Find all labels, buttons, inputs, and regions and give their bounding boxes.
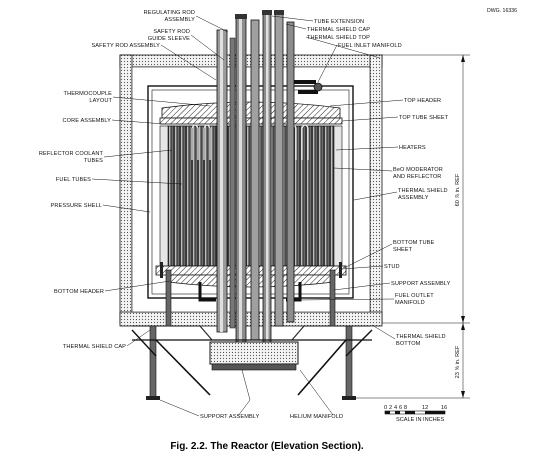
scale-bar	[384, 410, 446, 415]
label-thermocouple-2: LAYOUT	[89, 98, 112, 104]
scale-tick-6: 6	[399, 405, 402, 411]
scale-tick-4: 4	[394, 405, 397, 411]
label-regulating-rod-2: ASSEMBLY	[164, 17, 195, 23]
label-bottom-header: BOTTOM HEADER	[54, 289, 104, 295]
label-stud: STUD	[384, 264, 400, 270]
leader-lines	[91, 15, 404, 417]
dimension-lower: 23 ⅝ in. REF	[455, 345, 461, 378]
label-thermal-shield-cap-top: THERMAL SHIELD CAP	[307, 27, 370, 33]
label-heaters: HEATERS	[399, 145, 426, 151]
label-thermal-shield-bottom-2: BOTTOM	[396, 341, 421, 347]
scale-tick-16: 16	[441, 405, 447, 411]
label-safety-rod-assembly: SAFETY ROD ASSEMBLY	[91, 43, 160, 49]
support-assembly	[131, 269, 373, 400]
helium-manifold	[209, 341, 299, 371]
label-thermocouple-1: THERMOCOUPLE	[64, 91, 113, 97]
label-pressure-shell: PRESSURE SHELL	[51, 203, 102, 209]
label-top-header: TOP HEADER	[404, 98, 441, 104]
fuel-inlet-manifold	[294, 80, 323, 94]
label-thermal-shield-top: THERMAL SHIELD TOP	[307, 35, 370, 41]
scale-tick-8: 8	[404, 405, 407, 411]
figure-caption: Fig. 2.2. The Reactor (Elevation Section…	[170, 441, 364, 452]
label-thermal-shield-bottom-1: THERMAL SHIELD	[396, 334, 446, 340]
label-support-assembly-bottom: SUPPORT ASSEMBLY	[200, 414, 260, 420]
label-helium-manifold: HELIUM MANIFOLD	[290, 414, 343, 420]
label-safety-rod-guide-2: GUIDE SLEEVE	[148, 36, 190, 42]
label-top-tube-sheet: TOP TUBE SHEET	[399, 115, 449, 121]
dimension-lines	[352, 54, 470, 399]
label-fuel-inlet-manifold: FUEL INLET MANIFOLD	[338, 43, 402, 49]
label-beo-moderator-1: BeO MODERATOR	[393, 167, 443, 173]
label-thermal-shield-assembly-1: THERMAL SHIELD	[398, 188, 448, 194]
label-beo-moderator-2: AND REFLECTOR	[393, 174, 441, 180]
control-rods	[216, 10, 295, 345]
label-regulating-rod-1: REGULATING ROD	[144, 10, 195, 16]
dimension-upper: 60 ⅞ in. REF	[455, 173, 461, 206]
fuel-outlet-piping	[198, 282, 216, 302]
label-safety-rod-guide-1: SAFETY ROD	[153, 29, 190, 35]
label-fuel-outlet-1: FUEL OUTLET	[395, 293, 434, 299]
label-thermal-shield-cap-left: THERMAL SHIELD CAP	[63, 344, 126, 350]
label-fuel-outlet-2: MANIFOLD	[395, 300, 425, 306]
stud	[160, 262, 342, 278]
scale-tick-0: 0	[384, 405, 387, 411]
label-core-assembly: CORE ASSEMBLY	[63, 118, 112, 124]
scale-tick-2: 2	[389, 405, 392, 411]
label-thermal-shield-assembly-2: ASSEMBLY	[398, 195, 429, 201]
label-reflector-coolant-1: REFLECTOR COOLANT	[39, 151, 104, 157]
label-tube-extension: TUBE EXTENSION	[314, 19, 364, 25]
label-support-assembly-right: SUPPORT ASSEMBLY	[391, 281, 451, 287]
label-reflector-coolant-2: TUBES	[84, 158, 103, 164]
label-bottom-tube-sheet-1: BOTTOM TUBE	[393, 240, 434, 246]
scale-tick-12: 12	[422, 405, 428, 411]
scale-label: SCALE IN INCHES	[396, 417, 444, 423]
drawing-number: DWG. 16336	[487, 8, 517, 14]
label-fuel-tubes: FUEL TUBES	[56, 177, 91, 183]
label-bottom-tube-sheet-2: SHEET	[393, 247, 413, 253]
